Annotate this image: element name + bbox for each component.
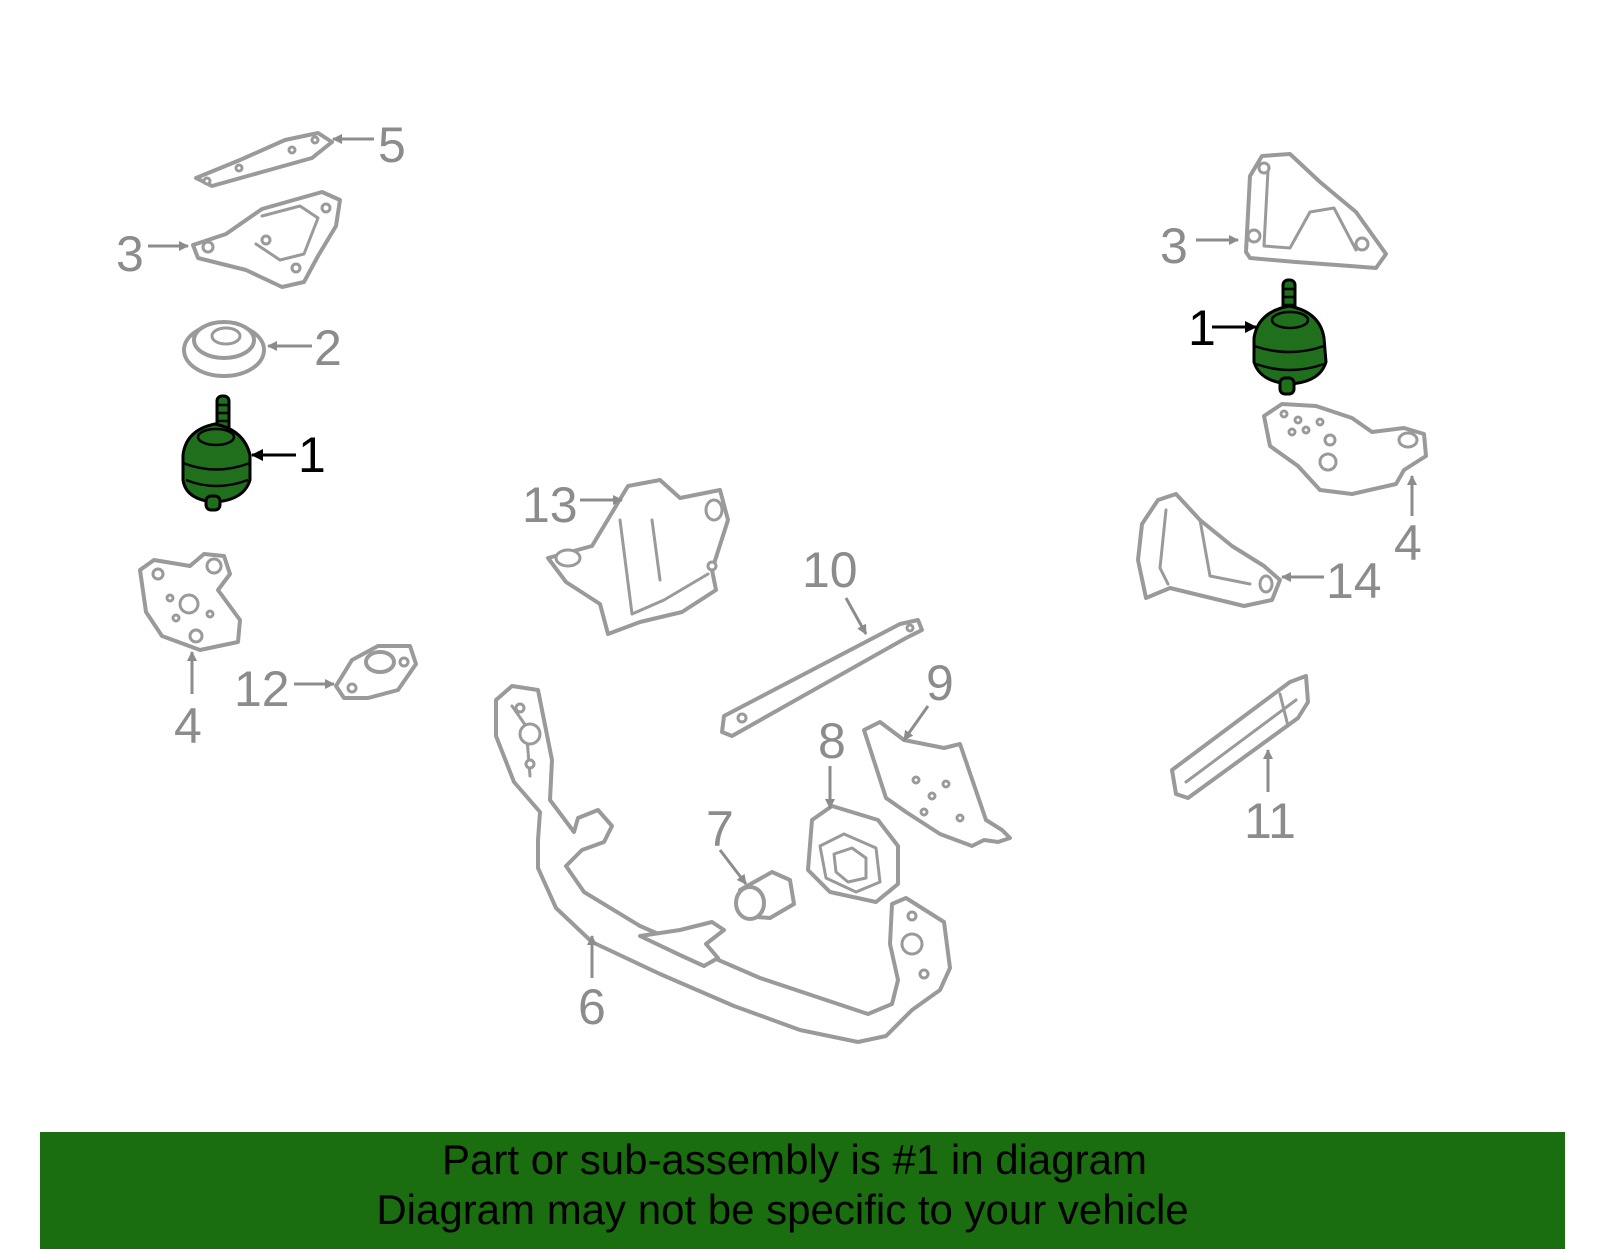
callout-labels: 5 3 2 1 4 12 13 10 9 8 7 6 3 1 4 14 11 — [116, 117, 1422, 1035]
callout-1-right: 1 — [1188, 300, 1216, 356]
highlight-arrows — [251, 321, 1257, 461]
part-4-left-bracket — [138, 552, 242, 652]
part-11-rail — [1170, 674, 1310, 800]
callout-6: 6 — [578, 979, 606, 1035]
callout-10: 10 — [802, 542, 858, 598]
part-4-right-bracket — [1262, 402, 1428, 496]
callout-3-left: 3 — [116, 226, 144, 282]
callout-12: 12 — [234, 661, 290, 717]
part-3-right-bracket — [1244, 152, 1388, 270]
callout-5: 5 — [378, 117, 406, 173]
callout-7: 7 — [706, 801, 734, 857]
part-9-plate — [862, 720, 1012, 848]
banner-line-part-note: Part or sub-assembly is #1 in diagram — [442, 1136, 1147, 1183]
part-10-rod — [720, 618, 924, 738]
part-3-left-bracket — [191, 190, 342, 289]
callout-9: 9 — [926, 655, 954, 711]
part-1-left-engine-mount — [181, 394, 252, 512]
callout-2: 2 — [314, 320, 342, 376]
notice-banner: Part or sub-assembly is #1 in diagram Di… — [40, 1132, 1565, 1249]
callout-1-left: 1 — [298, 427, 326, 483]
part-14-bracket — [1136, 492, 1282, 608]
part-5-plate — [194, 131, 334, 188]
leader-arrows — [148, 134, 1417, 978]
callout-13: 13 — [522, 477, 578, 533]
part-13-bracket — [546, 478, 730, 636]
banner-line-vehicle-disclaimer: Diagram may not be specific to your vehi… — [376, 1186, 1189, 1233]
callout-3-right: 3 — [1160, 218, 1188, 274]
part-12-small-mount — [334, 644, 418, 700]
callout-11: 11 — [1244, 793, 1296, 849]
part-6-crossmember — [494, 684, 952, 1044]
callout-14: 14 — [1326, 553, 1382, 609]
callout-8: 8 — [818, 713, 846, 769]
callout-4-left: 4 — [174, 698, 202, 754]
part-7-bushing — [734, 870, 796, 921]
callout-4-right: 4 — [1394, 515, 1422, 571]
part-1-right-engine-mount — [1252, 278, 1328, 396]
part-8-mount-block — [806, 804, 900, 904]
part-2-washer — [182, 320, 266, 378]
